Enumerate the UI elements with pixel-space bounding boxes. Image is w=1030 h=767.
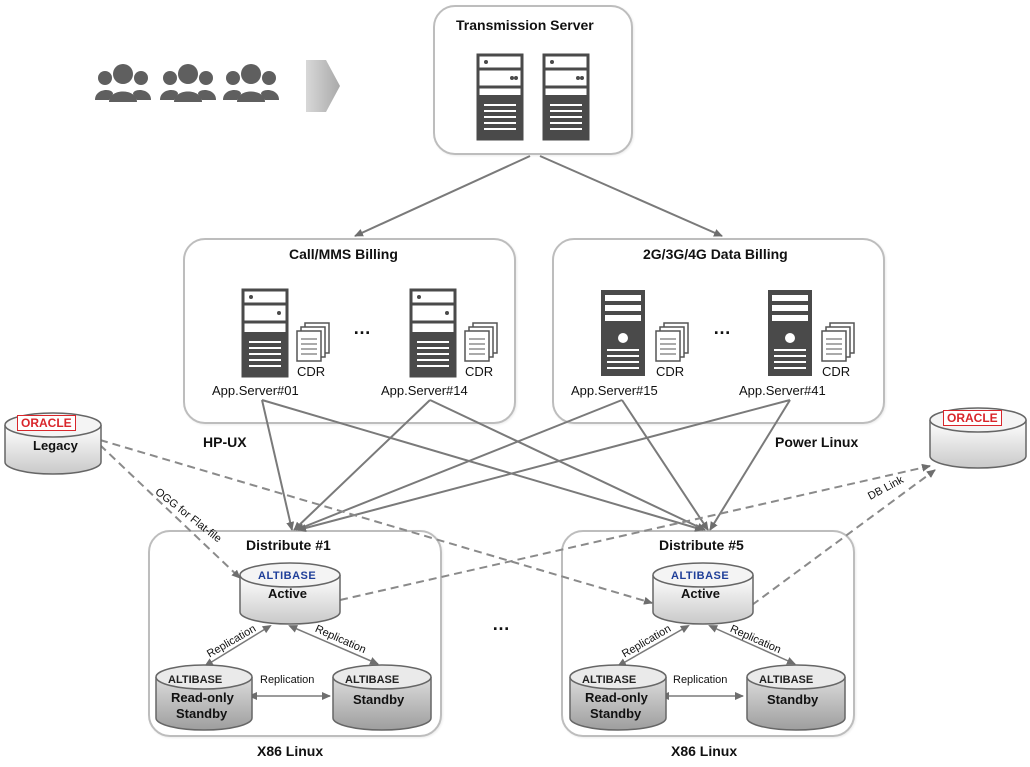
platform-hp-ux: HP-UX xyxy=(203,434,247,450)
d5-readonly-db-icon xyxy=(569,664,667,731)
oracle-brand: ORACLE xyxy=(943,410,1002,426)
d5-standby-label: Standby xyxy=(767,692,819,707)
d1-standby-label: Standby xyxy=(353,692,405,707)
data-billing-ellipsis: … xyxy=(713,318,731,338)
platform-power-linux: Power Linux xyxy=(775,434,859,450)
transmission-server-title: Transmission Server xyxy=(456,17,594,33)
cdr-label: CDR xyxy=(465,364,494,379)
call-billing-ellipsis: … xyxy=(353,318,371,338)
d1-standby-db-icon xyxy=(332,664,432,731)
d5-rep-bottom: Replication xyxy=(673,674,728,686)
platform-x86-linux-d5: X86 Linux xyxy=(671,743,738,759)
legacy-oracle-brand: ORACLE xyxy=(17,415,76,431)
dashed-links xyxy=(99,439,936,606)
app-server-14-label: App.Server#14 xyxy=(381,383,468,398)
d1-readonly-brand: ALTIBASE xyxy=(168,674,223,686)
d1-altibase-brand: ALTIBASE xyxy=(258,570,317,582)
d1-readonly-db-icon xyxy=(155,664,253,731)
call-mms-billing-box xyxy=(183,238,516,424)
d5-active-db-icon xyxy=(652,562,754,625)
d5-readonly-brand: ALTIBASE xyxy=(582,674,637,686)
d1-active-db-icon xyxy=(239,562,341,625)
distribute-1-title: Distribute #1 xyxy=(246,537,331,553)
transmission-server-icon xyxy=(476,53,590,141)
data-billing-title: 2G/3G/4G Data Billing xyxy=(643,246,788,262)
d1-standby-brand: ALTIBASE xyxy=(345,674,400,686)
d5-readonly-label-1: Read-only xyxy=(585,690,648,705)
legacy-db-label: Legacy xyxy=(33,438,78,453)
app-server-14-icon xyxy=(409,288,457,378)
cdr-label: CDR xyxy=(297,364,326,379)
d5-standby-brand: ALTIBASE xyxy=(759,674,814,686)
billing-distribute-connectors xyxy=(261,399,791,532)
d5-active-label: Active xyxy=(681,586,721,601)
app-server-01-label: App.Server#01 xyxy=(212,383,299,398)
app-server-15-label: App.Server#15 xyxy=(571,383,658,398)
cdr-label: CDR xyxy=(822,364,851,379)
d5-altibase-brand: ALTIBASE xyxy=(671,570,730,582)
d1-readonly-label-1: Read-only xyxy=(171,690,234,705)
d1-rep-bottom: Replication xyxy=(260,674,315,686)
transmission-server-box xyxy=(433,5,633,155)
cdr-label: CDR xyxy=(656,364,685,379)
app-server-41-label: App.Server#41 xyxy=(739,383,826,398)
d5-readonly-label-2: Standby xyxy=(590,706,642,721)
d1-active-label: Active xyxy=(268,586,308,601)
cdr-document-icon xyxy=(296,322,855,362)
replication-arrows-d1 xyxy=(204,624,379,700)
call-mms-billing-title: Call/MMS Billing xyxy=(289,246,398,262)
replication-arrows-d5 xyxy=(617,625,796,700)
d5-standby-db-icon xyxy=(746,664,846,731)
distribute-5-title: Distribute #5 xyxy=(659,537,744,553)
distribute-ellipsis: … xyxy=(492,614,510,634)
d1-readonly-label-2: Standby xyxy=(176,706,228,721)
transmission-connectors xyxy=(354,155,723,237)
flow-arrow-icon xyxy=(306,60,340,112)
platform-x86-linux-d1: X86 Linux xyxy=(257,743,324,759)
app-server-41-icon xyxy=(768,290,812,376)
app-server-01-icon xyxy=(241,288,289,378)
users-icon xyxy=(95,64,279,102)
app-server-15-icon xyxy=(601,290,645,376)
